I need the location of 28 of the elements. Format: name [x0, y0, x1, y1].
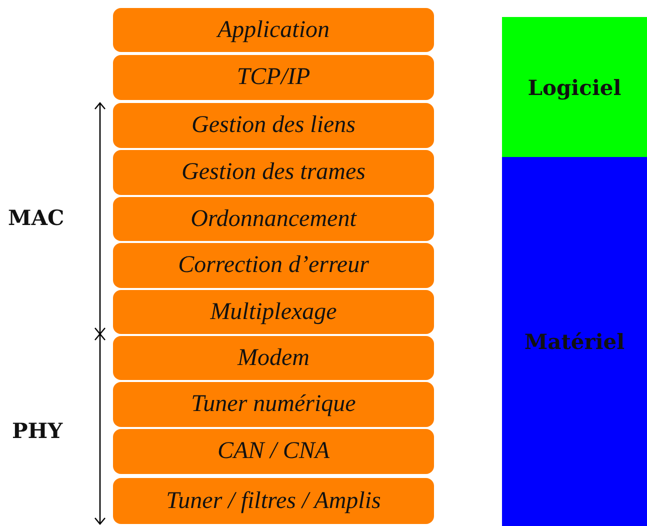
- layer-label: Multiplexage: [210, 298, 337, 326]
- layer-box: [113, 197, 434, 241]
- layer-label: Tuner numérique: [191, 391, 356, 418]
- layer-box: [113, 429, 434, 474]
- layer-box: [113, 8, 434, 52]
- category-band: [502, 157, 647, 526]
- layer-box: [113, 382, 434, 427]
- group-label: MAC: [8, 205, 64, 230]
- layer-box: [113, 336, 434, 380]
- layer-box: [113, 290, 434, 334]
- layer-label: CAN / CNA: [217, 438, 330, 465]
- layer-box: [113, 478, 434, 524]
- layer-label: Tuner / filtres / Amplis: [166, 488, 381, 514]
- category-label: Matériel: [524, 329, 625, 354]
- category-band: [502, 17, 647, 157]
- group-label: PHY: [12, 418, 63, 443]
- layer-box: [113, 150, 434, 195]
- layer-label: Modem: [238, 344, 310, 372]
- layer-label: Gestion des liens: [192, 112, 356, 139]
- layer-label: Application: [218, 16, 330, 44]
- layer-label: Gestion des trames: [182, 159, 366, 186]
- layer-box: [113, 103, 434, 148]
- layer-label: Correction d’erreur: [178, 252, 369, 279]
- category-label: Logiciel: [528, 74, 622, 100]
- layer-label: TCP/IP: [236, 64, 310, 91]
- layer-box: [113, 55, 434, 100]
- layer-label: Ordonnancement: [190, 206, 356, 232]
- layer-box: [113, 243, 434, 288]
